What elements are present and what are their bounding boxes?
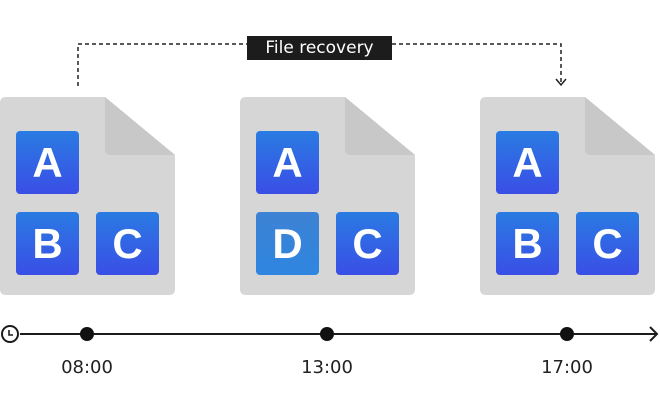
clock-icon <box>1 325 19 343</box>
timeline-point-0800 <box>80 327 94 341</box>
timeline <box>1 325 659 343</box>
arrow-down-icon <box>555 78 567 87</box>
file-snapshot-1700[interactable]: A B C <box>480 97 655 295</box>
file-snapshot-1300[interactable]: A D C <box>240 97 415 295</box>
tile-a: A <box>256 131 319 194</box>
tile-c: C <box>96 212 159 275</box>
recovery-connector <box>77 43 567 87</box>
timeline-point-1700 <box>560 327 574 341</box>
tile-a: A <box>496 131 559 194</box>
file-snapshot-0800[interactable]: A B C <box>0 97 175 295</box>
tile-a: A <box>16 131 79 194</box>
tile-c: C <box>576 212 639 275</box>
file-recovery-label: File recovery <box>247 36 392 60</box>
tile-b: B <box>16 212 79 275</box>
timeline-point-1300 <box>320 327 334 341</box>
time-label-1300: 13:00 <box>301 357 353 378</box>
tile-c: C <box>336 212 399 275</box>
time-label-0800: 08:00 <box>61 357 113 378</box>
tile-d: D <box>256 212 319 275</box>
time-label-1700: 17:00 <box>541 357 593 378</box>
tile-b: B <box>496 212 559 275</box>
arrow-right-icon <box>649 326 659 342</box>
